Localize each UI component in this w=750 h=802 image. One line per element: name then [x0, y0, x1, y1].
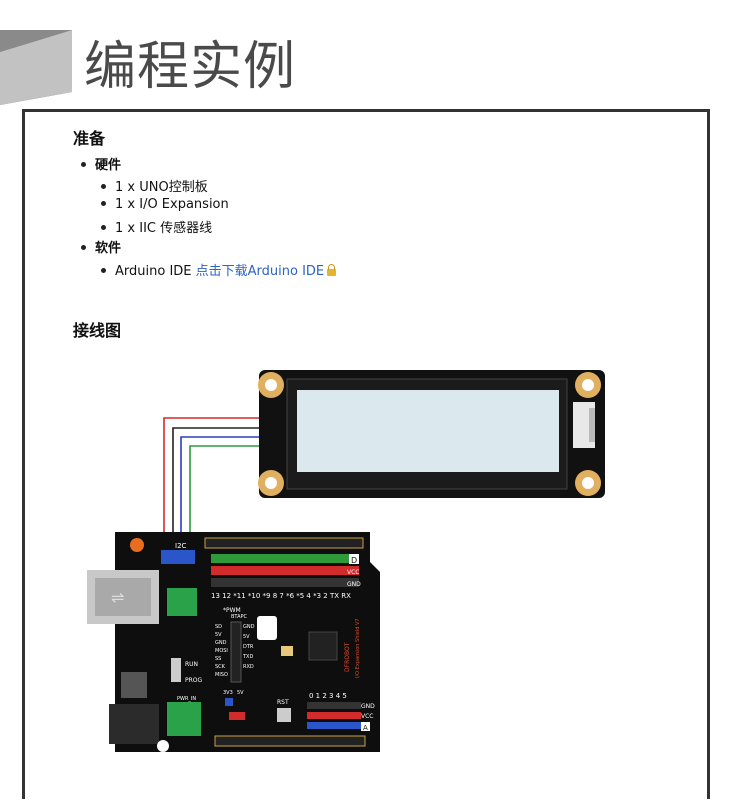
list-item: 1 x IIC 传感器线 [101, 217, 212, 236]
pin-mosi: MOSI [215, 648, 228, 654]
row-label-vcc: VCC [347, 569, 359, 576]
product-text: I/O Expansion Shield V7 [355, 618, 361, 678]
i2c-wires [163, 417, 261, 552]
pin-gnd-left: GND [215, 640, 227, 646]
row-label-gnd-a: GND [361, 703, 375, 710]
silk-3v3: 3V3 [223, 690, 233, 696]
hardware-item-iic: 1 x IIC 传感器线 [115, 221, 213, 236]
wire-red [163, 417, 261, 552]
pin-5v-left: 5V [215, 632, 222, 638]
bullet-icon [101, 225, 106, 230]
bullet-icon [81, 162, 86, 167]
wiring-diagram: ⇌ I2C D VCC GND 13 12 *11 *10 *9 8 7 *6 … [87, 370, 605, 752]
bullet-icon [101, 184, 106, 189]
hardware-label: 硬件 [95, 158, 122, 173]
list-item: Arduino IDE 点击下载Arduino IDE [101, 260, 337, 279]
run-label: RUN [185, 661, 198, 668]
rst-label: RST [277, 699, 289, 706]
hardware-item-uno: 1 x UNO控制板 [115, 180, 208, 195]
silk-i2c: I2C [175, 542, 187, 550]
page-title: 编程实例 [84, 37, 297, 97]
wiring-heading: 接线图 [73, 321, 122, 340]
list-item: 1 x I/O Expansion [101, 197, 229, 212]
pin-miso: MISO [215, 672, 228, 678]
bullet-icon [101, 201, 106, 206]
bullet-icon [101, 268, 106, 273]
prog-label: PROG [185, 677, 203, 684]
silk-5v: 5V [237, 690, 244, 696]
brand-text: DFROBOT [344, 642, 351, 672]
banner-ribbon-graphic [0, 30, 72, 105]
digital-header-rows [211, 554, 359, 587]
pwr-label: PWR_IN [177, 696, 196, 702]
analog-pin-labels: 0 1 2 3 4 5 [309, 692, 347, 700]
wire-green [189, 445, 261, 552]
pin-txd: TXD [242, 654, 253, 660]
pin-dtr: DTR [243, 644, 254, 650]
content-card: 准备 硬件 1 x UNO控制板 1 x I/O Expansion 1 x I… [22, 109, 710, 799]
software-label: 软件 [95, 241, 122, 256]
pin-sck: SCK [215, 664, 226, 670]
silk-pwm: *PWM [223, 607, 241, 614]
software-label-row: 软件 [81, 237, 121, 256]
hardware-label-row: 硬件 [81, 154, 121, 173]
usb-icon: ⇌ [111, 588, 124, 607]
row-label-gnd: GND [347, 581, 361, 588]
row-label-d: D [351, 556, 357, 565]
bullet-icon [81, 245, 86, 250]
download-ide-link[interactable]: 点击下载Arduino IDE [195, 264, 325, 279]
wire-black [172, 427, 261, 552]
pin-rxd: RXD [243, 664, 254, 670]
list-item: 1 x UNO控制板 [101, 176, 208, 195]
prep-heading: 准备 [73, 129, 106, 148]
pin-ss: SS [215, 656, 221, 662]
wire-blue [180, 436, 261, 552]
lcd-module [258, 370, 605, 498]
pin-5v-right: 5V [243, 634, 250, 640]
power-jack [109, 704, 159, 744]
lcd-screen [297, 390, 559, 472]
banner: 编程实例 [0, 0, 750, 105]
row-label-a: A [363, 724, 368, 732]
lock-icon [327, 264, 337, 276]
io-expansion-board: ⇌ I2C D VCC GND 13 12 *11 *10 *9 8 7 *6 … [87, 532, 380, 752]
row-label-vcc-a: VCC [361, 713, 373, 720]
software-item-prefix: Arduino IDE [115, 264, 196, 279]
silk-btapc: BTAPC [231, 614, 248, 620]
hardware-item-io: 1 x I/O Expansion [115, 197, 229, 212]
digital-pin-labels: 13 12 *11 *10 *9 8 7 *6 *5 4 *3 2 TX RX [211, 592, 351, 600]
pin-gnd-right: GND [243, 624, 255, 630]
reset-button [277, 708, 291, 722]
pin-sd: SD [215, 624, 222, 630]
